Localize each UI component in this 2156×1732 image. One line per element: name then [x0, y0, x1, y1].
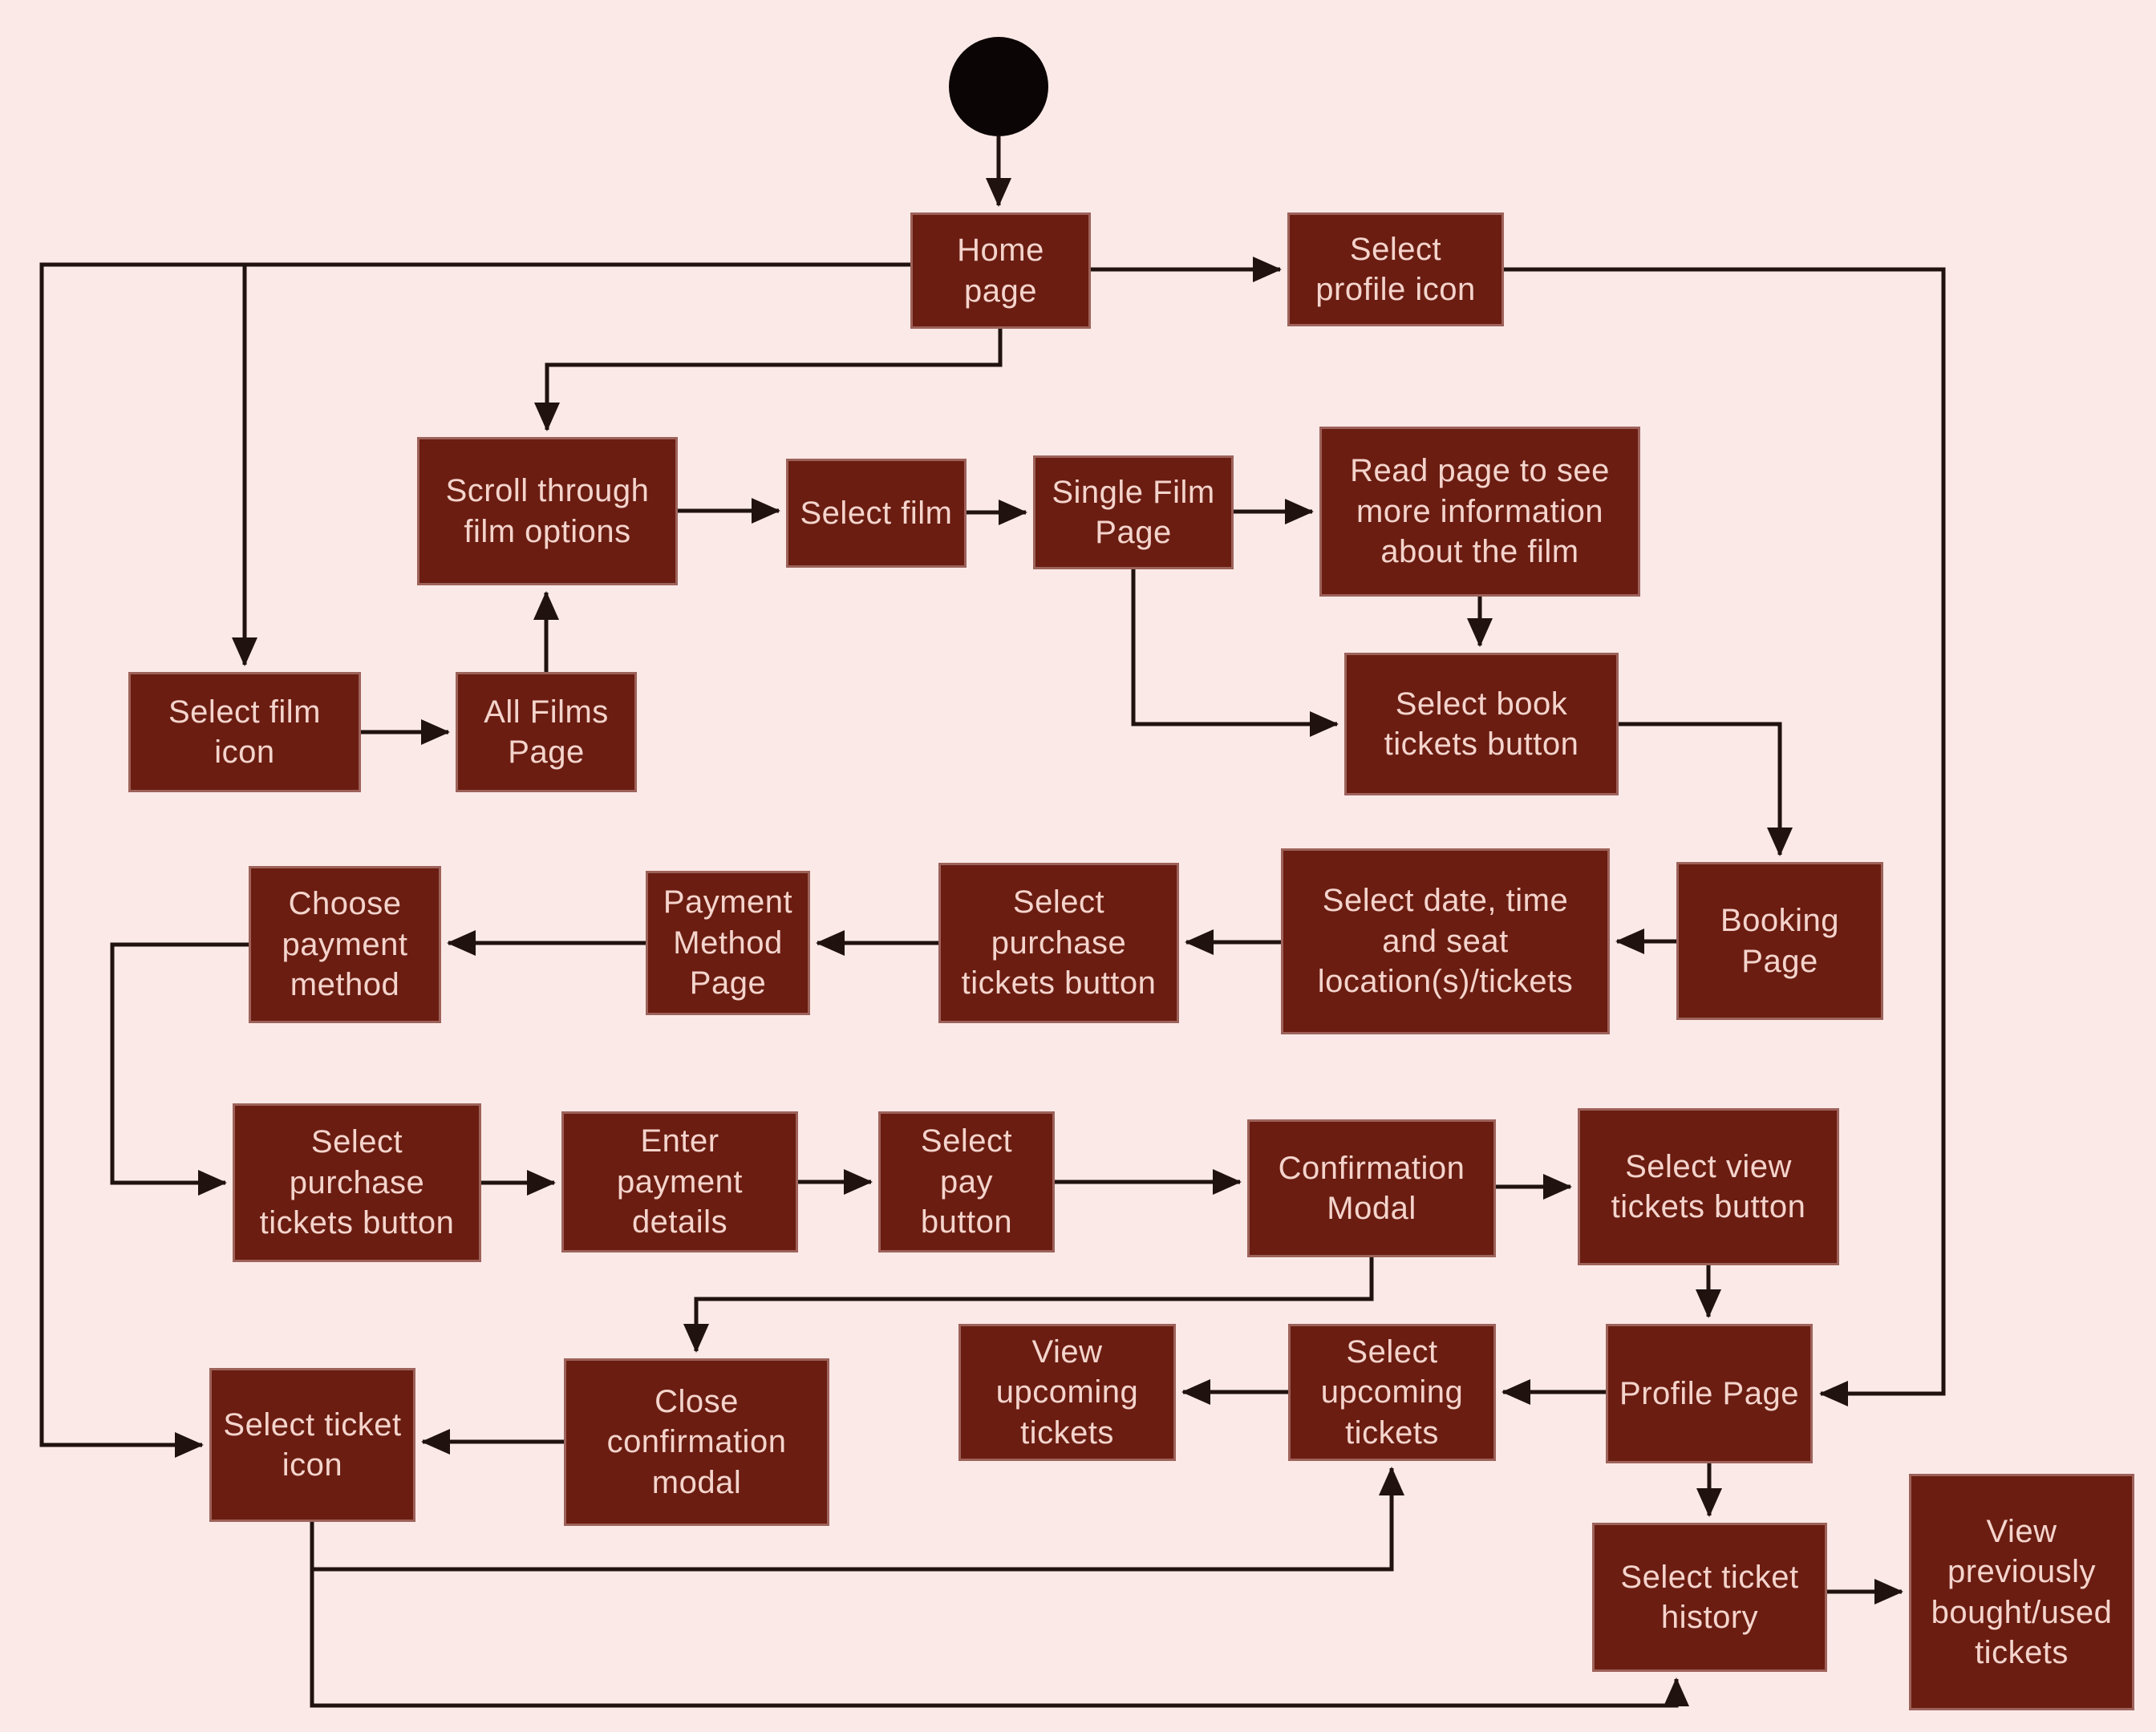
edge-home-page-to-scroll-film-options — [534, 329, 1003, 431]
node-select-purchase-tickets-button-2: Select purchase tickets button — [233, 1103, 481, 1262]
edge-single-film-page-to-select-book-tickets — [1131, 569, 1339, 737]
node-select-purchase-tickets-button-1: Select purchase tickets button — [938, 863, 1179, 1023]
edge-select-profile-icon-to-profile-page — [1504, 267, 1946, 1406]
start-node — [949, 37, 1048, 136]
node-select-book-tickets-button: Select book tickets button — [1344, 653, 1619, 795]
node-enter-payment-details: Enter payment details — [561, 1111, 798, 1252]
node-read-page: Read page to see more information about … — [1319, 427, 1640, 597]
node-single-film-page: Single Film Page — [1033, 455, 1234, 569]
edge-select-book-tickets-to-booking-page — [1619, 722, 1793, 856]
node-scroll-film-options: Scroll through film options — [417, 437, 678, 585]
node-booking-page: Booking Page — [1676, 862, 1883, 1020]
node-view-upcoming-tickets: View upcoming tickets — [958, 1324, 1176, 1461]
node-view-previously-bought-used-tickets: View previously bought/used tickets — [1909, 1474, 2134, 1710]
node-select-ticket-history: Select ticket history — [1592, 1523, 1827, 1672]
node-select-profile-icon: Select profile icon — [1287, 212, 1504, 326]
edge-choose-payment-to-select-purchase-2 — [110, 942, 249, 1196]
node-select-ticket-icon: Select ticket icon — [209, 1368, 415, 1522]
node-select-view-tickets-button: Select view tickets button — [1578, 1108, 1839, 1265]
node-close-confirmation-modal: Close confirmation modal — [564, 1358, 829, 1526]
edge-select-ticket-icon-to-select-upcoming — [310, 1467, 1404, 1572]
edge-home-page-to-select-ticket-icon — [39, 262, 910, 1458]
node-confirmation-modal: Confirmation Modal — [1247, 1119, 1496, 1257]
edge-confirmation-modal-to-close-confirmation — [683, 1257, 1374, 1353]
edge-select-ticket-icon-to-select-ticket-history — [310, 1569, 1689, 1708]
node-payment-method-page: Payment Method Page — [646, 871, 810, 1015]
node-select-film: Select film — [786, 459, 967, 568]
node-select-upcoming-tickets: Select upcoming tickets — [1288, 1324, 1496, 1461]
node-select-film-icon: Select film icon — [128, 672, 361, 792]
node-select-pay-button: Select pay button — [878, 1111, 1055, 1252]
node-profile-page: Profile Page — [1606, 1324, 1813, 1463]
node-select-date-time-seat: Select date, time and seat location(s)/t… — [1281, 848, 1610, 1034]
node-all-films-page: All Films Page — [456, 672, 637, 792]
node-home-page: Home page — [910, 212, 1091, 329]
node-choose-payment-method: Choose payment method — [249, 866, 441, 1023]
